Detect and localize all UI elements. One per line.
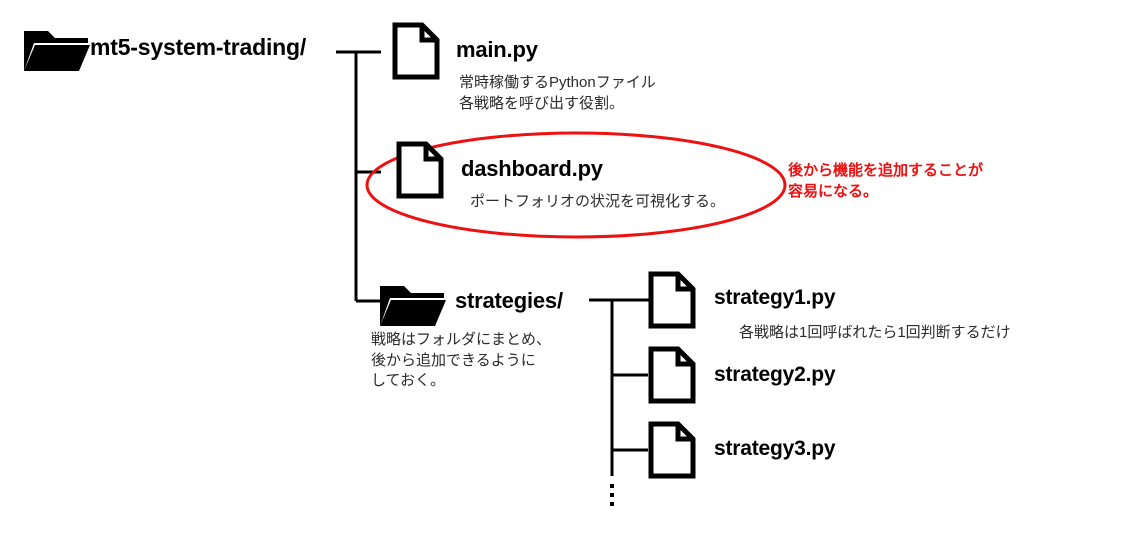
file-icon xyxy=(648,346,696,404)
dashboard-annotation: 後から機能を追加することが 容易になる。 xyxy=(788,162,984,201)
more-items-ellipsis-icon xyxy=(610,484,614,506)
strategies-folder-caption: 戦略はフォルダにまとめ、 後から追加できるように しておく。 xyxy=(371,331,552,390)
folder-icon xyxy=(378,282,446,328)
dashboard-py-label: dashboard.py xyxy=(461,156,603,181)
folder-icon xyxy=(22,27,90,73)
file-icon xyxy=(396,141,444,199)
strategy3-py-label: strategy3.py xyxy=(714,437,836,460)
file-icon xyxy=(392,22,440,80)
file-icon xyxy=(648,271,696,329)
dashboard-py-caption: ポートフォリオの状況を可視化する。 xyxy=(470,193,726,210)
root-folder-label: mt5-system-trading/ xyxy=(90,34,307,60)
main-py-label: main.py xyxy=(456,37,538,62)
strategy1-py-label: strategy1.py xyxy=(714,286,836,309)
strategy1-py-caption: 各戦略は1回呼ばれたら1回判断するだけ xyxy=(739,324,1011,341)
file-icon xyxy=(648,421,696,479)
main-py-caption: 常時稼働するPythonファイル 各戦略を呼び出す役割。 xyxy=(459,74,656,112)
strategies-folder-label: strategies/ xyxy=(455,288,563,313)
strategy2-py-label: strategy2.py xyxy=(714,363,836,386)
